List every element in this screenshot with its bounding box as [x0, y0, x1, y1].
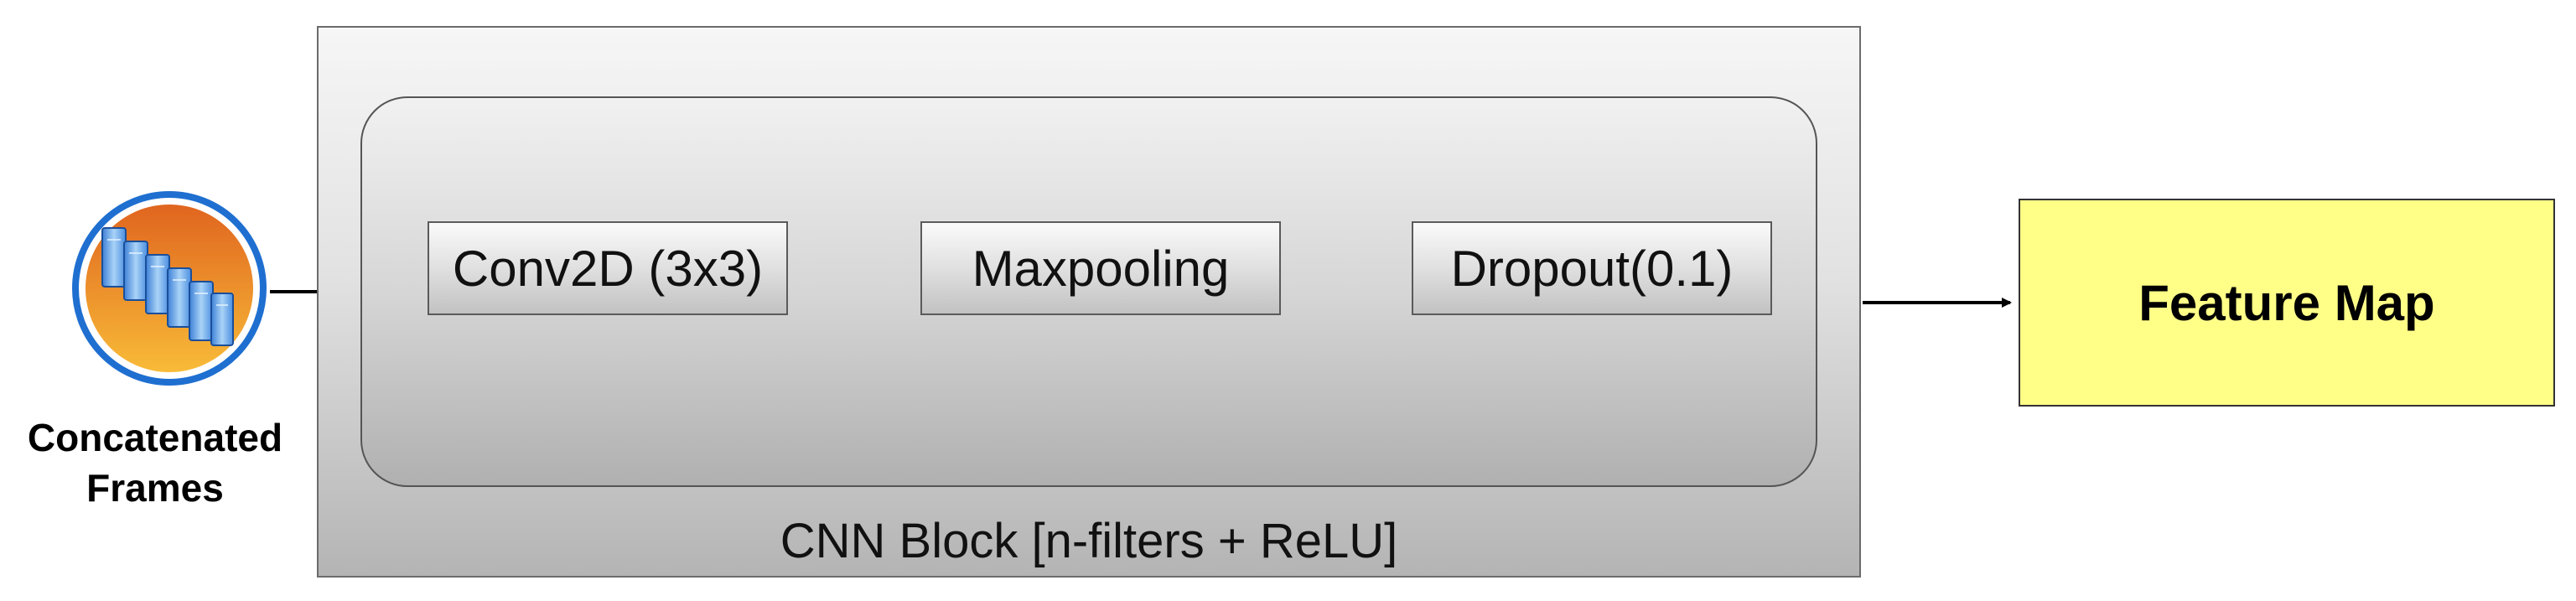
feature-map-label: Feature Map — [2138, 274, 2435, 331]
input-label-line1: Concatenated — [27, 416, 283, 459]
input-label-line2: Frames — [86, 466, 224, 510]
cnn-block-caption: CNN Block [n-filters + ReLU] — [780, 514, 1398, 568]
input-label: Concatenated Frames — [0, 412, 310, 513]
stacked-frames-icon — [72, 191, 267, 386]
conv2d-layer-box: Conv2D (3x3) — [428, 221, 788, 315]
dropout-layer-label: Dropout(0.1) — [1450, 240, 1734, 297]
maxpooling-layer-label: Maxpooling — [972, 240, 1230, 297]
conv2d-layer-label: Conv2D (3x3) — [452, 240, 764, 297]
feature-map-box: Feature Map — [2019, 199, 2555, 407]
maxpooling-layer-box: Maxpooling — [920, 221, 1281, 315]
dropout-layer-box: Dropout(0.1) — [1412, 221, 1772, 315]
frame-towers — [101, 227, 234, 346]
